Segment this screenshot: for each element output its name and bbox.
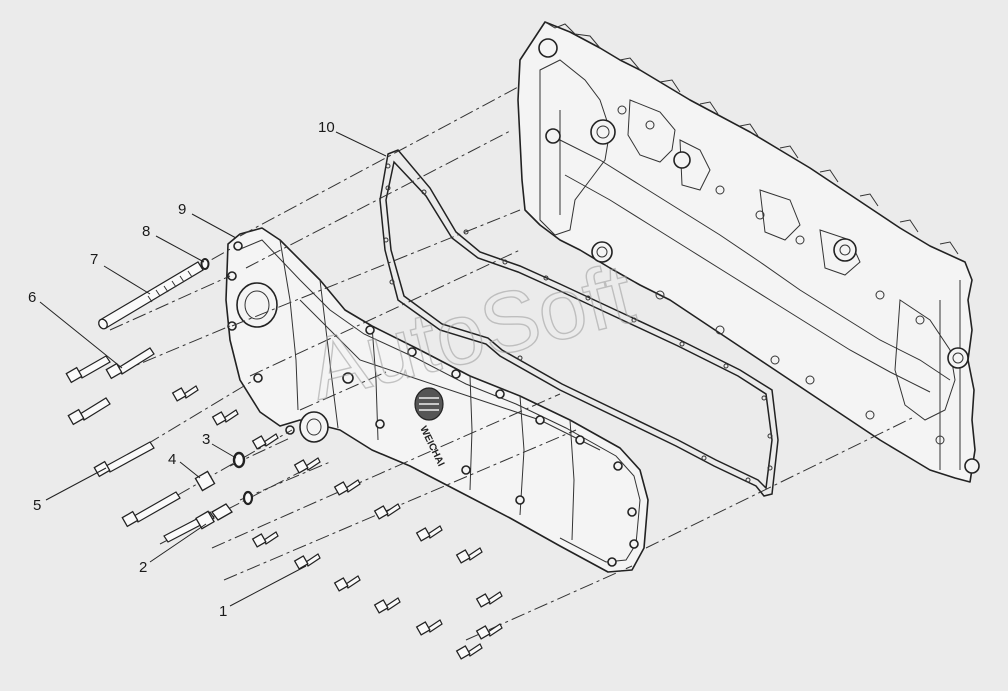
callout-8: 8: [142, 223, 150, 240]
long-bolt: [105, 347, 155, 380]
gasket: [379, 149, 779, 497]
bolt: [211, 409, 239, 426]
long-stud: [98, 261, 204, 330]
fasteners: [65, 258, 503, 660]
callout-7: 7: [90, 251, 98, 268]
o-ring-small: [242, 490, 254, 506]
bolt: [293, 553, 321, 570]
bolt: [293, 457, 321, 474]
bolt: [333, 479, 361, 496]
bolt: [373, 503, 401, 520]
long-bolt: [93, 441, 155, 478]
bolt: [455, 643, 483, 660]
bolt: [251, 433, 279, 450]
callout-9: 9: [178, 201, 186, 218]
short-bolts: [171, 385, 503, 660]
callout-1: 1: [219, 603, 227, 620]
bolt: [251, 531, 279, 548]
bolt: [455, 547, 483, 564]
plug: [194, 470, 216, 492]
bolt: [415, 619, 443, 636]
long-bolt: [121, 491, 181, 528]
callout-6: 6: [28, 289, 36, 306]
callout-3: 3: [202, 431, 210, 448]
gasket-bolt-holes: [383, 163, 773, 483]
bolt: [171, 385, 199, 402]
timing-cover: WEICHAI: [225, 227, 649, 573]
callout-4: 4: [168, 451, 176, 468]
cover-bolt-bosses: [227, 241, 639, 567]
callout-5: 5: [33, 497, 41, 514]
sealing-washer: [232, 451, 246, 469]
callout-10: 10: [318, 119, 335, 136]
bolt: [65, 355, 111, 384]
callouts: 1 2 3 4 5 6 7 8 9 10: [28, 119, 335, 620]
long-bolt: [163, 503, 233, 543]
callout-2: 2: [139, 559, 147, 576]
o-ring-large: [200, 258, 210, 270]
bolt: [373, 597, 401, 614]
leader-lines: [39, 131, 387, 607]
bolt: [415, 525, 443, 542]
bolt: [475, 623, 503, 640]
bolt: [67, 397, 111, 426]
bolt: [333, 575, 361, 592]
engine-block: [517, 21, 980, 483]
bolt: [475, 591, 503, 608]
